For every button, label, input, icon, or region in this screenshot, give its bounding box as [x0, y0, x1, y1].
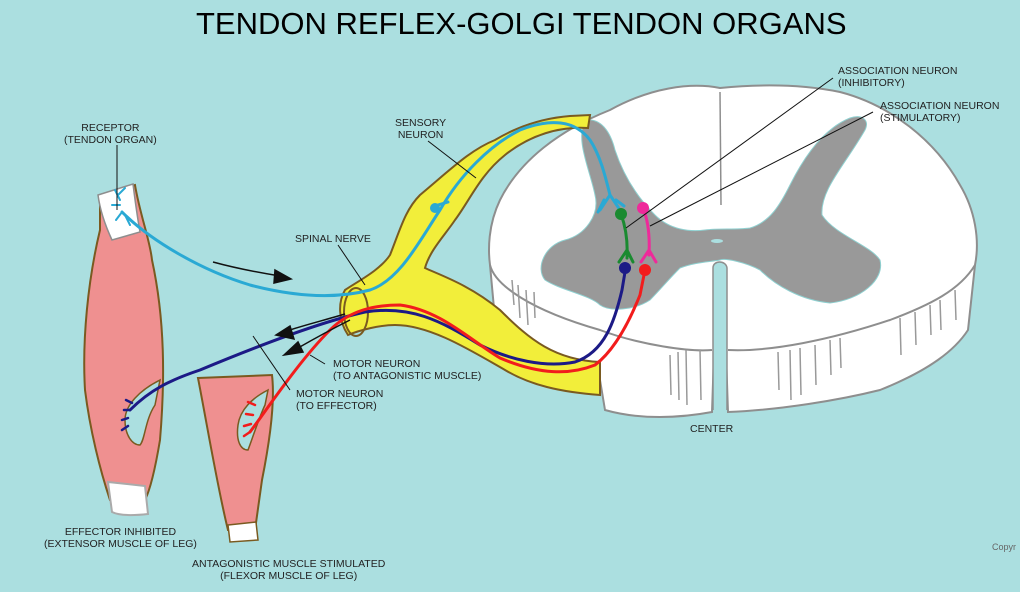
arrow-motor-effector — [289, 313, 346, 331]
copyright-text: Copyr — [992, 541, 1016, 553]
effector-muscle — [83, 183, 165, 517]
sensory-cell-stalk — [436, 200, 450, 207]
direction-arrows — [212, 261, 351, 357]
arrow-motor-effector-head — [274, 324, 296, 341]
label-spinal-nerve-line1: SPINAL NERVE — [295, 233, 371, 245]
leader-sensory-neuron — [427, 140, 477, 179]
leader-assoc-stimulatory — [649, 111, 874, 227]
label-sensory-neuron-line1: SENSORY — [395, 117, 447, 129]
anterior-fissure — [712, 261, 728, 410]
label-assoc-inhibitory-line1: ASSOCIATION NEURON — [838, 65, 958, 77]
label-sensory-neuron: SENSORY NEURON — [395, 117, 446, 141]
label-assoc-stimulatory: ASSOCIATION NEURON (STIMULATORY) — [880, 100, 999, 124]
label-motor-antagonistic-line2: (TO ANTAGONISTIC MUSCLE) — [333, 370, 482, 382]
label-motor-effector-line1: MOTOR NEURON — [296, 388, 384, 400]
antagonistic-muscle — [196, 373, 274, 543]
label-sensory-neuron-line2: NEURON — [397, 129, 444, 141]
leader-lines — [116, 77, 874, 391]
motor-effector-cell-body — [619, 262, 631, 274]
central-canal — [711, 239, 723, 243]
label-motor-effector: MOTOR NEURON (TO EFFECTOR) — [296, 388, 383, 412]
arrow-motor-antagonistic — [297, 319, 351, 349]
label-assoc-stimulatory-line1: ASSOCIATION NEURON — [880, 100, 1000, 112]
association-neuron-stimulatory — [637, 202, 658, 264]
motor-neuron-effector — [120, 262, 631, 432]
motor-effector-axon — [128, 270, 627, 412]
label-motor-effector-line2: (TO EFFECTOR) — [296, 400, 377, 412]
label-antagonistic-stimulated: ANTAGONISTIC MUSCLE STIMULATED (FLEXOR M… — [192, 558, 385, 582]
label-receptor: RECEPTOR (TENDON ORGAN) — [64, 122, 157, 146]
label-assoc-stimulatory-line2: (STIMULATORY) — [880, 112, 961, 124]
diagram-title: TENDON REFLEX-GOLGI TENDON ORGANS — [196, 6, 847, 41]
label-receptor-line2: (TENDON ORGAN) — [64, 134, 157, 146]
leader-assoc-inhibitory — [625, 77, 834, 229]
label-antagonistic-stimulated-line2: (FLEXOR MUSCLE OF LEG) — [220, 570, 358, 582]
label-assoc-inhibitory-line2: (INHIBITORY) — [838, 77, 905, 89]
label-effector-inhibited: EFFECTOR INHIBITED (EXTENSOR MUSCLE OF L… — [44, 526, 197, 550]
arrow-sensory-direction — [212, 261, 281, 277]
arrow-motor-antagonistic-head — [281, 340, 305, 357]
label-motor-antagonistic-line1: MOTOR NEURON — [333, 358, 421, 370]
label-assoc-inhibitory: ASSOCIATION NEURON (INHIBITORY) — [838, 65, 957, 89]
label-motor-antagonistic: MOTOR NEURON (TO ANTAGONISTIC MUSCLE) — [333, 358, 481, 382]
cord-surface-edge — [489, 264, 976, 352]
sensory-axon — [120, 121, 612, 297]
motor-neuron-antagonistic — [242, 264, 651, 438]
label-center: CENTER — [690, 423, 733, 435]
motor-antagonistic-endplates — [242, 400, 257, 438]
effector-tendon-top — [97, 183, 141, 241]
label-spinal-nerve: SPINAL NERVE — [295, 233, 371, 245]
effector-motor-pocket — [124, 378, 162, 446]
motor-effector-endplates — [120, 398, 134, 432]
cord-striations — [511, 279, 957, 406]
label-receptor-line1: RECEPTOR — [81, 122, 140, 134]
antagonistic-tendon-bottom — [227, 521, 259, 543]
label-effector-inhibited-line2: (EXTENSOR MUSCLE OF LEG) — [44, 538, 197, 550]
label-center-line1: CENTER — [690, 423, 734, 435]
label-effector-inhibited-line1: EFFECTOR INHIBITED — [64, 526, 177, 538]
motor-antagonistic-axon — [248, 273, 646, 434]
arrow-sensory-head — [273, 268, 294, 284]
sensory-cell-body — [430, 203, 440, 213]
copyright-line1: Copyr — [992, 542, 1017, 552]
label-antagonistic-stimulated-line1: ANTAGONISTIC MUSCLE STIMULATED — [192, 558, 386, 570]
spinal-nerve-body — [339, 113, 601, 397]
sensory-terminals — [596, 193, 626, 214]
leader-motor-antagonistic — [309, 354, 326, 365]
leader-spinal-nerve — [337, 244, 366, 286]
association-neuron-inhibitory — [615, 208, 635, 264]
leader-motor-effector — [252, 335, 291, 391]
motor-antagonistic-cell-body — [639, 264, 651, 276]
gray-matter — [540, 116, 882, 310]
posterior-median-sulcus — [719, 91, 722, 206]
effector-tendon-bottom — [106, 480, 150, 517]
